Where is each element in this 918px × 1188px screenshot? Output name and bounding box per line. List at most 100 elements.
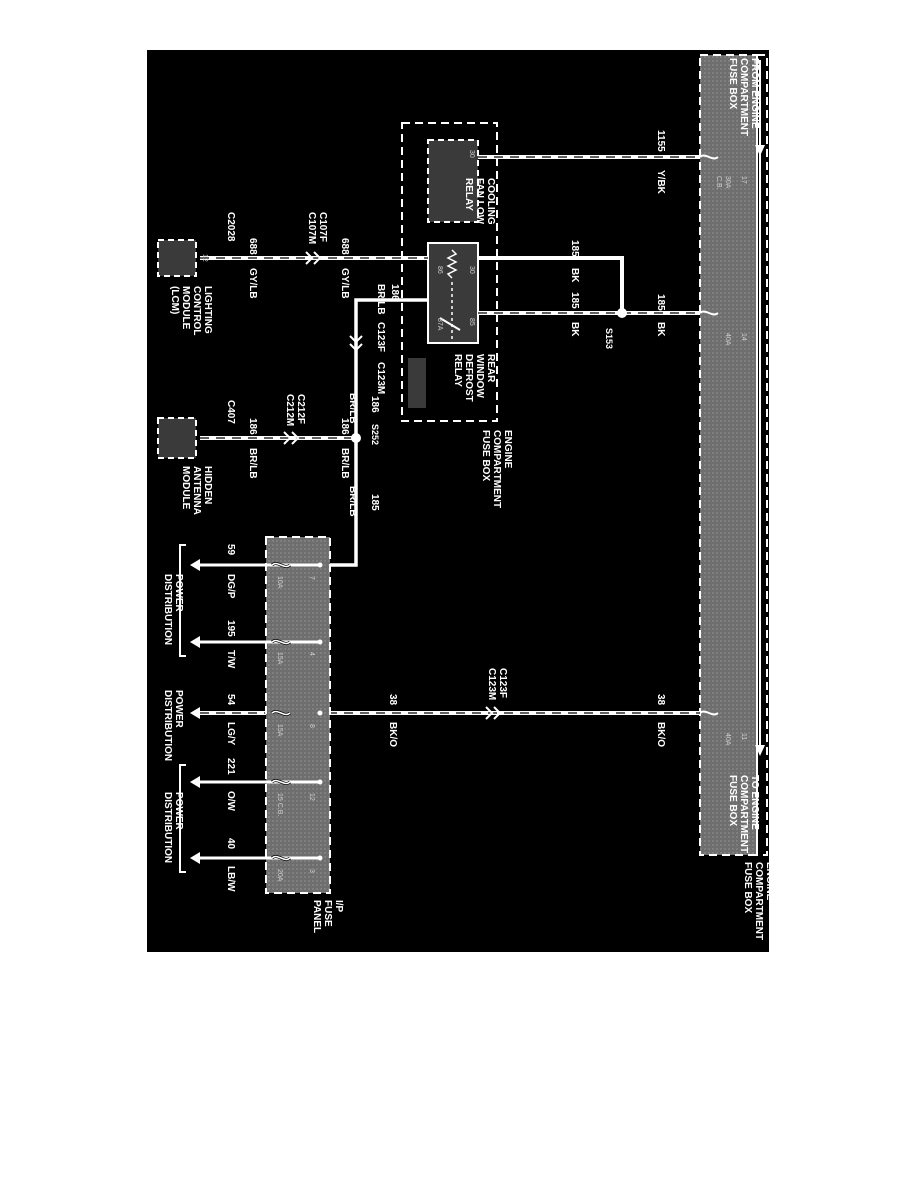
defrost-relay-label-1: REAR [485, 354, 496, 383]
splice-s252-label: S252 [370, 424, 380, 445]
cooling-relay-pin: 30 [468, 150, 475, 158]
engine-box-label-2: COMPARTMENT [753, 862, 764, 940]
lcm-label-3: MODULE [180, 286, 191, 330]
wire-1155-circuit: 1155 [655, 130, 666, 152]
wire-38-bot-circuit: 38 [387, 694, 398, 706]
splice-s153-label: S153 [604, 328, 614, 349]
output-arrow-icon [190, 559, 200, 571]
svg-text:17: 17 [740, 176, 747, 184]
to-engine-label-1: TO ENGINE [749, 775, 760, 830]
wire-38-top-color: BK/O [655, 722, 666, 747]
ip-fuse-12: 12 15 C.B. [190, 776, 323, 816]
pd-3-label-2: DISTRIBUTION [162, 792, 173, 863]
connector-c407: C407 [225, 400, 236, 424]
wire-186-c-color: BR/LB [339, 448, 350, 479]
splice-s153 [617, 308, 627, 318]
wire-185-a-color: BK [569, 268, 580, 283]
from-engine-label-2: COMPARTMENT [738, 58, 749, 136]
engine-box-label-1: ENGINE [764, 862, 775, 901]
relay-box-outline [401, 122, 498, 422]
svg-text:11: 11 [740, 733, 747, 740]
svg-text:15A: 15A [276, 724, 283, 737]
wire-186-a-circuit: 186 [389, 284, 400, 301]
connector-c123m-b: C123M [486, 668, 497, 700]
lcm-label-4: (LCM) [169, 286, 180, 314]
engine-fuse-11: 11 40A [699, 710, 747, 746]
svg-text:40A: 40A [724, 733, 731, 746]
output-arrow-icon [190, 852, 200, 864]
output-54-circuit: 54 [225, 694, 236, 706]
svg-text:30A: 30A [724, 176, 731, 189]
pd-2-label-2: DISTRIBUTION [162, 690, 173, 761]
wire-185-a-circuit: 185 [569, 240, 580, 257]
output-59-circuit: 59 [225, 544, 236, 556]
wire-186 [200, 298, 428, 440]
ham-label-3: MODULE [180, 466, 191, 510]
rear-defrost-relay [427, 242, 479, 344]
bracket-pd-3 [179, 764, 186, 873]
ham-label-1: HIDDEN [202, 466, 213, 504]
output-54-color: LG/Y [225, 722, 236, 746]
to-arrow-icon [755, 745, 765, 756]
splice-s252 [351, 433, 361, 443]
defrost-pin-85: 85 [468, 318, 475, 326]
output-arrow-icon [190, 636, 200, 648]
output-195-color: T/W [225, 650, 236, 669]
engine-fuse-14: 14 40A [699, 310, 747, 346]
defrost-relay-block [408, 358, 426, 408]
lcm-pin: 12 [201, 254, 208, 262]
wire-185-c-color: BR/LB [347, 486, 358, 517]
cooling-fan-relay [427, 139, 479, 223]
cooling-relay-label-1: COOLING [485, 178, 496, 225]
ip-panel-label-1: I/P [333, 900, 344, 913]
wire-688-a-circuit: 688 [339, 238, 350, 255]
connector-c123f-b: C123F [497, 668, 508, 698]
from-engine-label-1: FROM ENGINE [749, 58, 760, 129]
lcm-label-1: LIGHTING [202, 286, 213, 334]
wire-185-top-circuit: 185 [655, 294, 666, 311]
wire-186-b-circuit: 186 [369, 396, 380, 413]
svg-text:12: 12 [308, 793, 315, 801]
bracket-pd-1 [179, 544, 186, 657]
engine-box-label-3: FUSE BOX [742, 862, 753, 913]
svg-text:20A: 20A [276, 869, 283, 882]
defrost-pin-30: 30 [468, 266, 475, 274]
connector-c107f: C107F [317, 212, 328, 242]
ip-fuse-8: 8 15A [190, 707, 323, 737]
svg-text:C.B.: C.B. [715, 176, 722, 190]
from-engine-label-3: FUSE BOX [727, 58, 738, 109]
connector-c212f: C212F [295, 394, 306, 424]
ip-fuse-4: 4 15A [190, 636, 323, 665]
connector-c212 [283, 431, 300, 445]
svg-text:7: 7 [308, 576, 315, 580]
to-engine-label-2: COMPARTMENT [738, 775, 749, 853]
svg-text:10A: 10A [276, 576, 283, 589]
engine-fuse-box-strip [699, 54, 758, 856]
defrost-pin-86: 86 [436, 266, 443, 274]
output-arrow-icon [190, 776, 200, 788]
pd-1-label-2: DISTRIBUTION [162, 574, 173, 645]
lcm-label-2: CONTROL [191, 286, 202, 335]
connector-c212m: C212M [284, 394, 295, 426]
wire-185-branch [478, 256, 624, 313]
defrost-pin-87a: 87A [436, 318, 443, 331]
pd-2-label-1: POWER [173, 690, 184, 729]
wire-688-a-color: GY/LB [339, 268, 350, 299]
defrost-relay-label-4: RELAY [452, 354, 463, 387]
wire-185-c-circuit: 185 [369, 494, 380, 511]
relay-box-label-1: ENGINE [502, 430, 513, 469]
wire-185-to-ip [320, 438, 358, 567]
from-arrow-icon [755, 145, 765, 156]
wire-186-b-color: BR/LB [347, 393, 358, 424]
connector-c123m-a: C123M [375, 362, 386, 394]
wire-186-c-circuit: 186 [339, 418, 350, 435]
engine-fuse-box-outline [756, 54, 768, 856]
output-221-circuit: 221 [225, 758, 236, 775]
defrost-relay-label-3: DEFROST [463, 354, 474, 402]
output-195-circuit: 195 [225, 620, 236, 637]
wire-688-b-circuit: 688 [247, 238, 258, 255]
svg-text:8: 8 [308, 724, 315, 728]
defrost-relay-label-2: WINDOW [474, 354, 485, 398]
svg-text:4: 4 [308, 652, 315, 656]
